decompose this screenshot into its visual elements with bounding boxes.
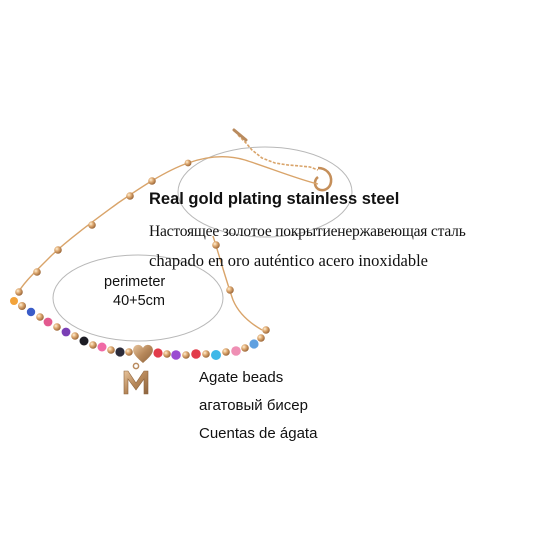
main-chain-right xyxy=(212,235,263,331)
beads-label-russian: агатовый бисер xyxy=(199,397,308,414)
perimeter-callout-ellipse xyxy=(52,254,224,342)
gold-spacer-balls xyxy=(15,159,270,334)
beads-label-english: Agate beads xyxy=(199,369,284,386)
letter-pendant xyxy=(123,362,149,395)
extender-tab xyxy=(232,128,248,142)
top-callout-ellipse xyxy=(177,146,353,238)
agate-beads xyxy=(10,297,265,360)
extender-chain xyxy=(237,134,319,171)
product-title: Real gold plating stainless steel xyxy=(149,190,400,208)
product-title-spanish: chapado en oro auténtico acero inoxidabl… xyxy=(149,251,429,270)
product-title-russian: Настоящее золотое покрытиенержавеющая ст… xyxy=(149,223,466,240)
perimeter-label: perimeter xyxy=(104,274,166,290)
perimeter-value: 40+5cm xyxy=(113,293,165,309)
lobster-clasp xyxy=(313,166,333,192)
beads-label-spanish: Cuentas de ágata xyxy=(199,425,318,442)
heart-charm xyxy=(133,344,153,363)
